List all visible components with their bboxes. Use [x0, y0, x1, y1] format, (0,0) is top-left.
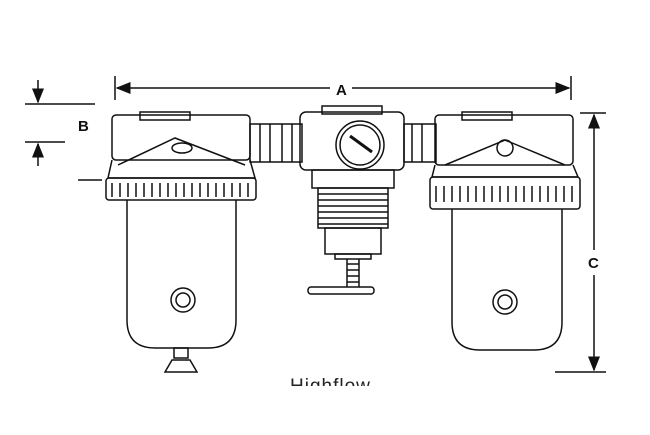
caption-text: Highflow — [290, 377, 400, 386]
dimension-a-label: A — [336, 82, 347, 99]
dimension-a: A — [114, 76, 572, 100]
left-filter — [105, 111, 257, 373]
caption-clip: Highflow — [290, 374, 400, 386]
dimension-b-label: B — [78, 118, 89, 135]
dimension-c-label: C — [588, 255, 599, 272]
right-filter — [429, 111, 581, 351]
dimension-c: C — [555, 112, 606, 373]
dimension-b: B — [25, 80, 102, 181]
regulator — [249, 105, 405, 295]
right-connector — [403, 123, 437, 163]
